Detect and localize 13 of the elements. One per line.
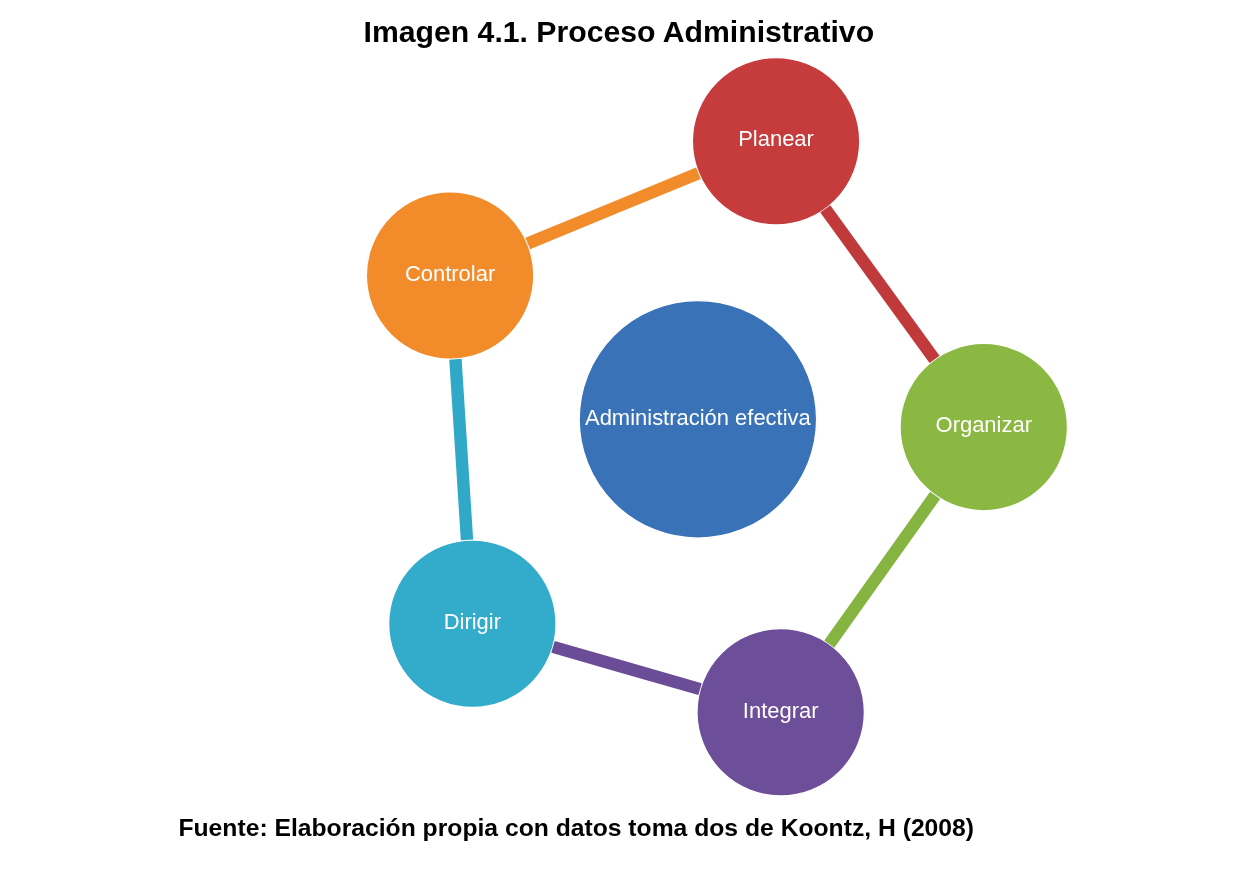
node-circle: Integrar xyxy=(696,627,866,797)
connector xyxy=(449,358,474,541)
diagram-title: Imagen 4.1. Proceso Administrativo xyxy=(363,14,875,48)
node-circle: Administración efectiva xyxy=(578,299,818,539)
connector xyxy=(551,640,702,696)
caption: Fuente: Elaboración propia con datos toma dos de Koontz, H (2008) xyxy=(178,814,975,842)
connector xyxy=(525,167,701,250)
node-circle: Planear xyxy=(691,56,861,226)
node-circle: Dirigir xyxy=(387,539,557,709)
connector xyxy=(824,491,941,648)
connector xyxy=(820,205,940,363)
node-circle: Organizar xyxy=(899,342,1069,512)
node-circle: Controlar xyxy=(365,191,535,360)
